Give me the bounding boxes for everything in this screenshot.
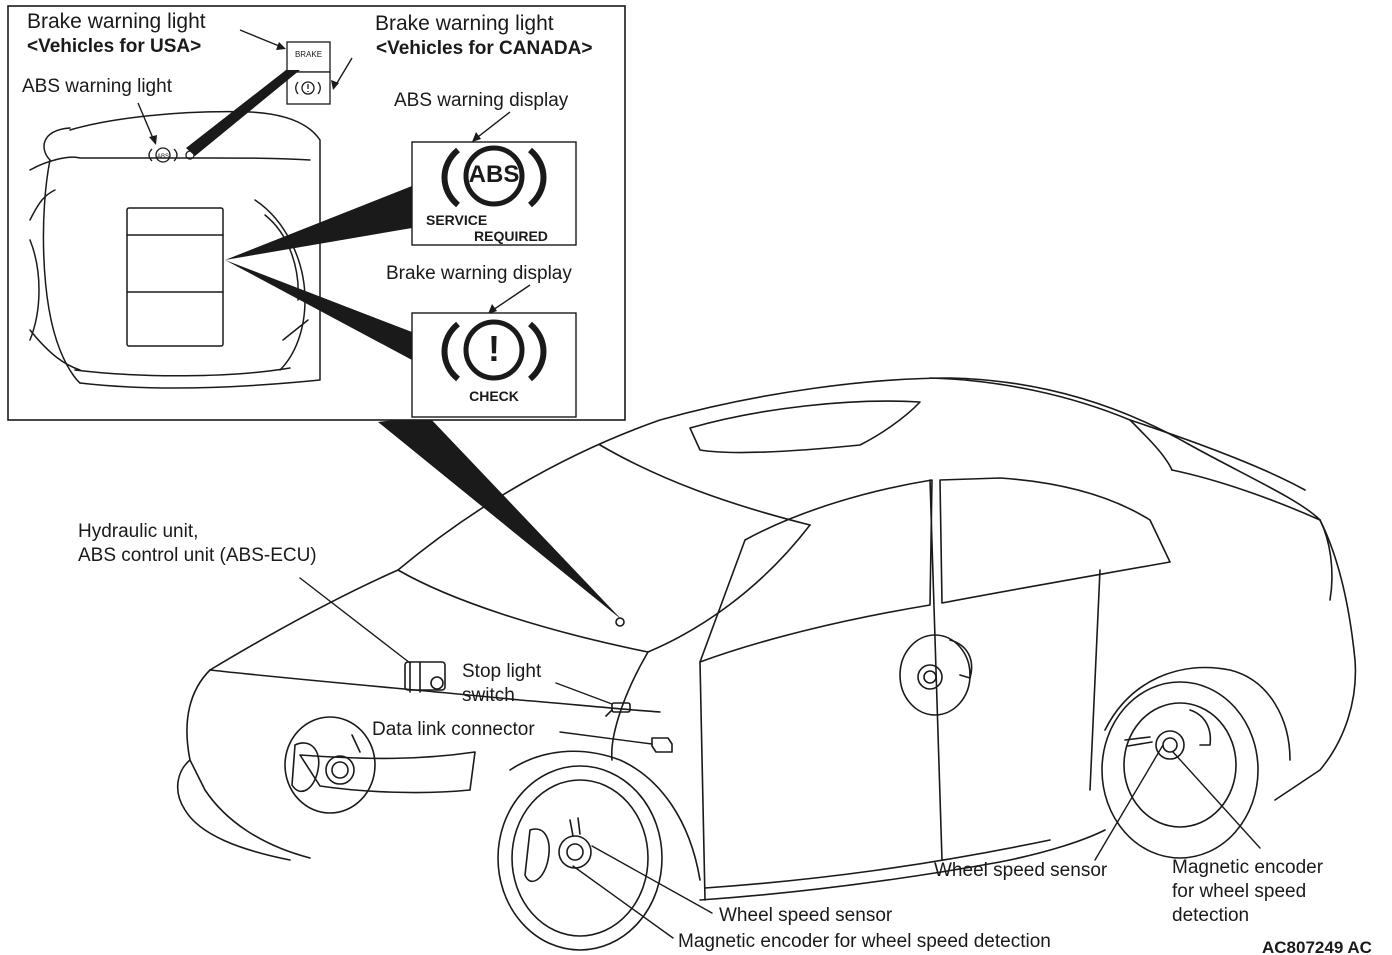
hydraulic-unit-part bbox=[405, 662, 445, 692]
data-link-connector-label: Data link connector bbox=[372, 718, 535, 741]
abs-display-line2: REQUIRED bbox=[474, 228, 548, 244]
abs-warning-display-title: ABS warning display bbox=[394, 89, 568, 112]
rear-magnetic-encoder-label-line2: for wheel speed bbox=[1172, 880, 1306, 903]
abs-warning-light-label: ABS warning light bbox=[22, 75, 172, 98]
abs-display-symbol: ABS bbox=[466, 161, 522, 189]
stop-light-switch-label-line2: switch bbox=[462, 684, 515, 707]
brake-warning-display-title: Brake warning display bbox=[386, 262, 572, 285]
rear-magnetic-encoder-label-line3: detection bbox=[1172, 904, 1249, 927]
brake-warning-light-canada-label-line1: Brake warning light bbox=[375, 12, 554, 36]
brake-warning-light-usa-label-line1: Brake warning light bbox=[27, 10, 206, 34]
stop-light-switch-label-line1: Stop light bbox=[462, 660, 541, 683]
abs-display-line1: SERVICE bbox=[426, 212, 487, 228]
brake-warning-light-canada-label-line2: <Vehicles for CANADA> bbox=[376, 37, 592, 60]
brake-warning-light-usa-label-line2: <Vehicles for USA> bbox=[27, 35, 201, 58]
car-body-outline bbox=[178, 378, 1356, 900]
front-wheel-speed-sensor-label: Wheel speed sensor bbox=[719, 904, 892, 927]
left-front-brake-assembly bbox=[285, 717, 375, 813]
front-wheel bbox=[498, 766, 662, 950]
brake-lamp-text: BRAKE bbox=[287, 50, 330, 59]
data-link-connector-part bbox=[652, 738, 672, 752]
front-magnetic-encoder-label: Magnetic encoder for wheel speed detecti… bbox=[678, 930, 1051, 953]
brake-display-symbol: ! bbox=[466, 328, 522, 370]
instrument-cluster-position-dot bbox=[616, 618, 624, 626]
rear-wheel-speed-sensor-label: Wheel speed sensor bbox=[934, 859, 1107, 882]
inset-leader-wedge bbox=[378, 416, 622, 620]
hydraulic-unit-label-line1: Hydraulic unit, bbox=[78, 520, 198, 543]
rear-wheel bbox=[1102, 682, 1258, 858]
figure-code: AC807249 AC bbox=[1262, 936, 1372, 955]
svg-text:ABS: ABS bbox=[157, 154, 169, 160]
rear-magnetic-encoder-label-line1: Magnetic encoder bbox=[1172, 856, 1323, 879]
brake-display-line1: CHECK bbox=[412, 388, 576, 404]
leader-lines bbox=[300, 578, 1260, 938]
hydraulic-unit-label-line2: ABS control unit (ABS-ECU) bbox=[78, 544, 317, 567]
